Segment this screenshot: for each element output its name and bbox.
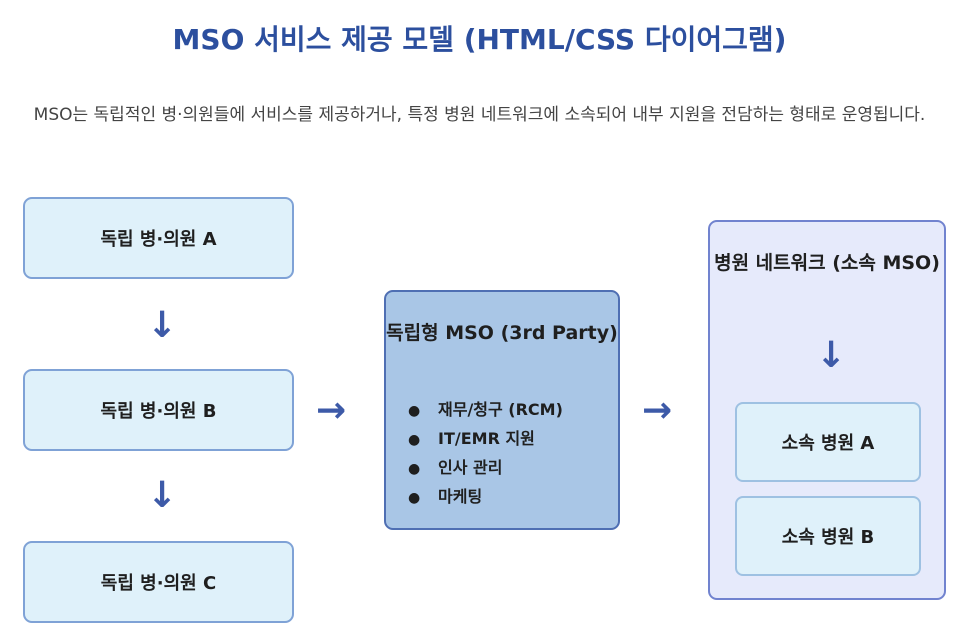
network-title: 병원 네트워크 (소속 MSO) (714, 252, 940, 274)
hospital-network-box: 병원 네트워크 (소속 MSO) ↓ 소속 병원 A 소속 병원 B (708, 220, 946, 600)
clinic-label: 독립 병·의원 B (100, 401, 217, 422)
bullet-icon: ● (408, 403, 421, 419)
clinic-label: 독립 병·의원 A (100, 229, 217, 250)
service-label: IT/EMR 지원 (438, 429, 535, 448)
independent-clinic-c: 독립 병·의원 C (23, 541, 294, 623)
mso-service-item: ● 인사 관리 (408, 454, 563, 483)
arrow-down-icon: ↓ (147, 305, 178, 346)
hospital-label: 소속 병원 B (781, 527, 875, 548)
mso-title: 독립형 MSO (3rd Party) (386, 322, 618, 344)
bullet-icon: ● (408, 490, 421, 506)
arrow-right-icon: → (316, 390, 347, 431)
mso-service-item: ● 마케팅 (408, 483, 563, 512)
mso-service-item: ● IT/EMR 지원 (408, 425, 563, 454)
independent-mso-box: 독립형 MSO (3rd Party) ● 재무/청구 (RCM) ● IT/EMR… (384, 290, 620, 530)
independent-clinic-a: 독립 병·의원 A (23, 197, 294, 279)
arrow-down-icon: ↓ (147, 475, 178, 516)
bullet-icon: ● (408, 432, 421, 448)
clinic-label: 독립 병·의원 C (100, 573, 217, 594)
mso-service-item: ● 재무/청구 (RCM) (408, 396, 563, 425)
bullet-icon: ● (408, 461, 421, 477)
arrow-down-icon: ↓ (816, 335, 847, 376)
arrow-right-icon: → (642, 390, 673, 431)
diagram-description: MSO는 독립적인 병·의원들에 서비스를 제공하거나, 특정 병원 네트워크에… (33, 105, 926, 125)
service-label: 재무/청구 (RCM) (438, 400, 563, 419)
service-label: 마케팅 (438, 487, 483, 506)
service-label: 인사 관리 (438, 458, 503, 477)
diagram-title: MSO 서비스 제공 모델 (HTML/CSS 다이어그램) (172, 23, 787, 56)
independent-clinic-b: 독립 병·의원 B (23, 369, 294, 451)
mso-service-list: ● 재무/청구 (RCM) ● IT/EMR 지원 ● 인사 관리 ● 마케팅 (408, 396, 563, 512)
affiliated-hospital-b: 소속 병원 B (735, 496, 921, 576)
affiliated-hospital-a: 소속 병원 A (735, 402, 921, 482)
hospital-label: 소속 병원 A (781, 433, 875, 454)
